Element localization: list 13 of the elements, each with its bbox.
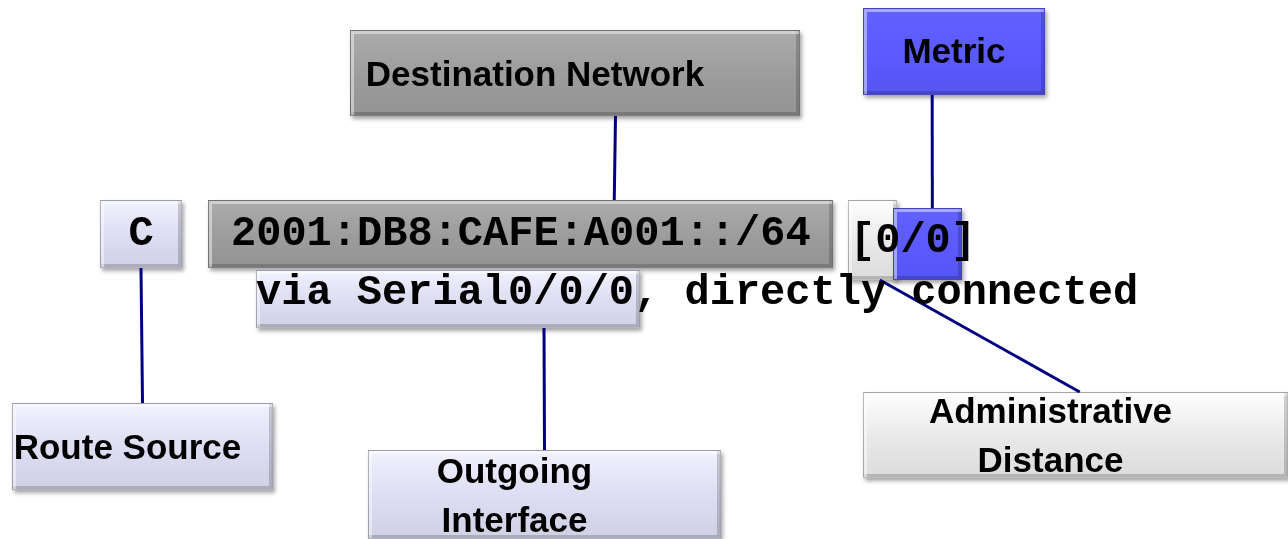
callout-box: Route Source (12, 403, 273, 490)
code-box: C (100, 200, 182, 268)
leader-line (139, 268, 144, 403)
callout-box: Destination Network (350, 30, 800, 116)
callout-box: Metric (863, 8, 1045, 95)
leader-line (612, 115, 617, 201)
code-box: 2001:DB8:CAFE:A001::/64 (208, 200, 833, 268)
callout-box: Administrative Distance (863, 392, 1288, 478)
leader-line (879, 278, 1081, 394)
leader-line (930, 95, 934, 208)
callout-box: Outgoing Interface (368, 450, 721, 539)
leader-line (542, 328, 546, 450)
route-text: via Serial0/0/0, directly connected (256, 272, 1139, 314)
